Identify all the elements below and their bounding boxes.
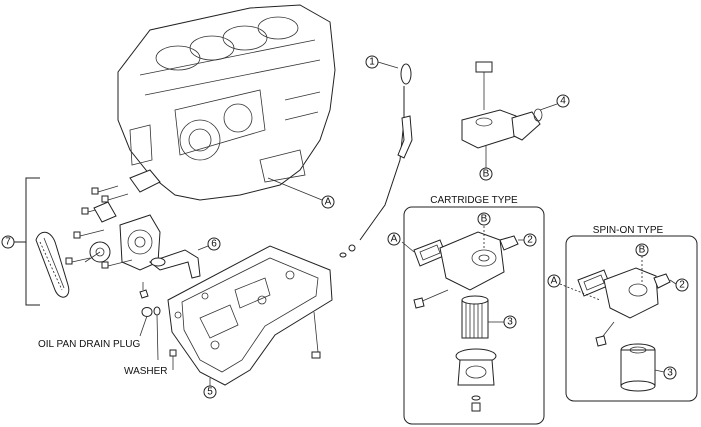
callout-1: 1: [365, 55, 379, 69]
svg-text:2: 2: [527, 235, 533, 246]
callout-B-spin-on: B: [635, 243, 649, 257]
oil-cooler: [461, 61, 558, 168]
oil-pump-chain: [35, 231, 70, 298]
callout-3-spin-on: 3: [663, 366, 677, 380]
svg-text:A: A: [391, 234, 398, 245]
callout-6: 6: [207, 237, 221, 251]
svg-text:A: A: [551, 276, 558, 287]
oil-pan-bolt: [311, 311, 321, 359]
svg-text:4: 4: [560, 96, 566, 107]
oil-strainer: [148, 245, 209, 279]
cylinder-block: [117, 4, 336, 201]
svg-text:2: 2: [679, 280, 685, 291]
svg-text:B: B: [481, 214, 488, 225]
callout-A-block: A: [267, 177, 335, 209]
drain-plug-and-washer: [139, 282, 177, 370]
oil-dipstick: [339, 61, 413, 258]
svg-text:3: 3: [507, 317, 513, 328]
callout-4: 4: [556, 94, 570, 108]
callout-2-cartridge: 2: [523, 233, 537, 247]
callout-B-cartridge: B: [477, 212, 491, 226]
svg-text:1: 1: [369, 57, 375, 68]
oil-pump: [84, 214, 161, 271]
oil-pan: [167, 245, 333, 386]
callout-7: 7: [1, 235, 15, 249]
chain-bracket: [14, 177, 40, 306]
cartridge-type-title: CARTRIDGE TYPE: [430, 195, 518, 206]
svg-text:5: 5: [207, 387, 213, 398]
cartridge-type-panel: CARTRIDGE TYPE: [401, 195, 545, 425]
svg-text:6: 6: [211, 239, 217, 250]
callout-A-spin-on: A: [547, 274, 561, 288]
washer-label: WASHER: [124, 366, 168, 377]
svg-text:B: B: [483, 169, 490, 180]
callout-B-cooler: B: [479, 167, 493, 181]
callout-2-spin-on: 2: [675, 278, 689, 292]
spin-on-type-title: SPIN-ON TYPE: [593, 225, 664, 236]
callout-3-cartridge: 3: [503, 315, 517, 329]
svg-text:3: 3: [667, 368, 673, 379]
svg-text:7: 7: [5, 237, 11, 248]
oil-pan-drain-plug-label: OIL PAN DRAIN PLUG: [38, 339, 140, 350]
callout-5: 5: [203, 378, 217, 399]
spin-on-type-panel: SPIN-ON TYPE: [559, 225, 698, 402]
svg-text:A: A: [325, 197, 332, 208]
callout-A-cartridge: A: [387, 232, 401, 246]
chain-guide-bracket: [93, 169, 161, 223]
svg-text:B: B: [639, 245, 646, 256]
